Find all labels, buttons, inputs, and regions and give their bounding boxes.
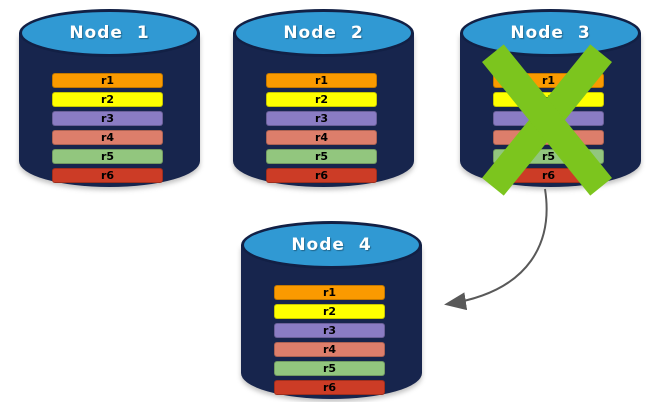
row-r4: r4: [274, 342, 385, 357]
node-4-title: Node 4: [291, 235, 372, 255]
row-r4: r4: [266, 130, 377, 145]
row-r2: r2: [52, 92, 163, 107]
row-r2: r2: [266, 92, 377, 107]
row-r1: r1: [52, 73, 163, 88]
node-3: Node 3 r1 r2 r3 r4 r5 r6: [460, 9, 641, 196]
row-r4: r4: [52, 130, 163, 145]
node-2-cylinder-top: Node 2: [233, 9, 414, 57]
curved-arrow-icon: [444, 188, 548, 311]
node-1: Node 1 r1 r2 r3 r4 r5 r6: [19, 9, 200, 187]
node-4-cylinder-top: Node 4: [241, 221, 422, 269]
node-4-row-stack: r1 r2 r3 r4 r5 r6: [274, 285, 385, 399]
row-r1: r1: [274, 285, 385, 300]
row-r5: r5: [274, 361, 385, 376]
row-r6: r6: [52, 168, 163, 183]
row-r3: r3: [274, 323, 385, 338]
node-1-title: Node 1: [69, 23, 150, 43]
node-2-row-stack: r1 r2 r3 r4 r5 r6: [266, 73, 377, 187]
node-2-title: Node 2: [283, 23, 364, 43]
node-1-row-stack: r1 r2 r3 r4 r5 r6: [52, 73, 163, 187]
row-r6: r6: [266, 168, 377, 183]
row-r3: r3: [52, 111, 163, 126]
node-1-cylinder-top: Node 1: [19, 9, 200, 57]
node-2: Node 2 r1 r2 r3 r4 r5 r6: [233, 9, 414, 187]
node-4: Node 4 r1 r2 r3 r4 r5 r6: [241, 221, 422, 399]
x-mark-icon: [481, 44, 613, 196]
node-3-cylinder-top: Node 3: [460, 9, 641, 57]
row-r1: r1: [266, 73, 377, 88]
row-r5: r5: [52, 149, 163, 164]
row-r5: r5: [266, 149, 377, 164]
node-3-title: Node 3: [510, 23, 591, 43]
row-r6: r6: [274, 380, 385, 395]
row-r3: r3: [266, 111, 377, 126]
row-r2: r2: [274, 304, 385, 319]
